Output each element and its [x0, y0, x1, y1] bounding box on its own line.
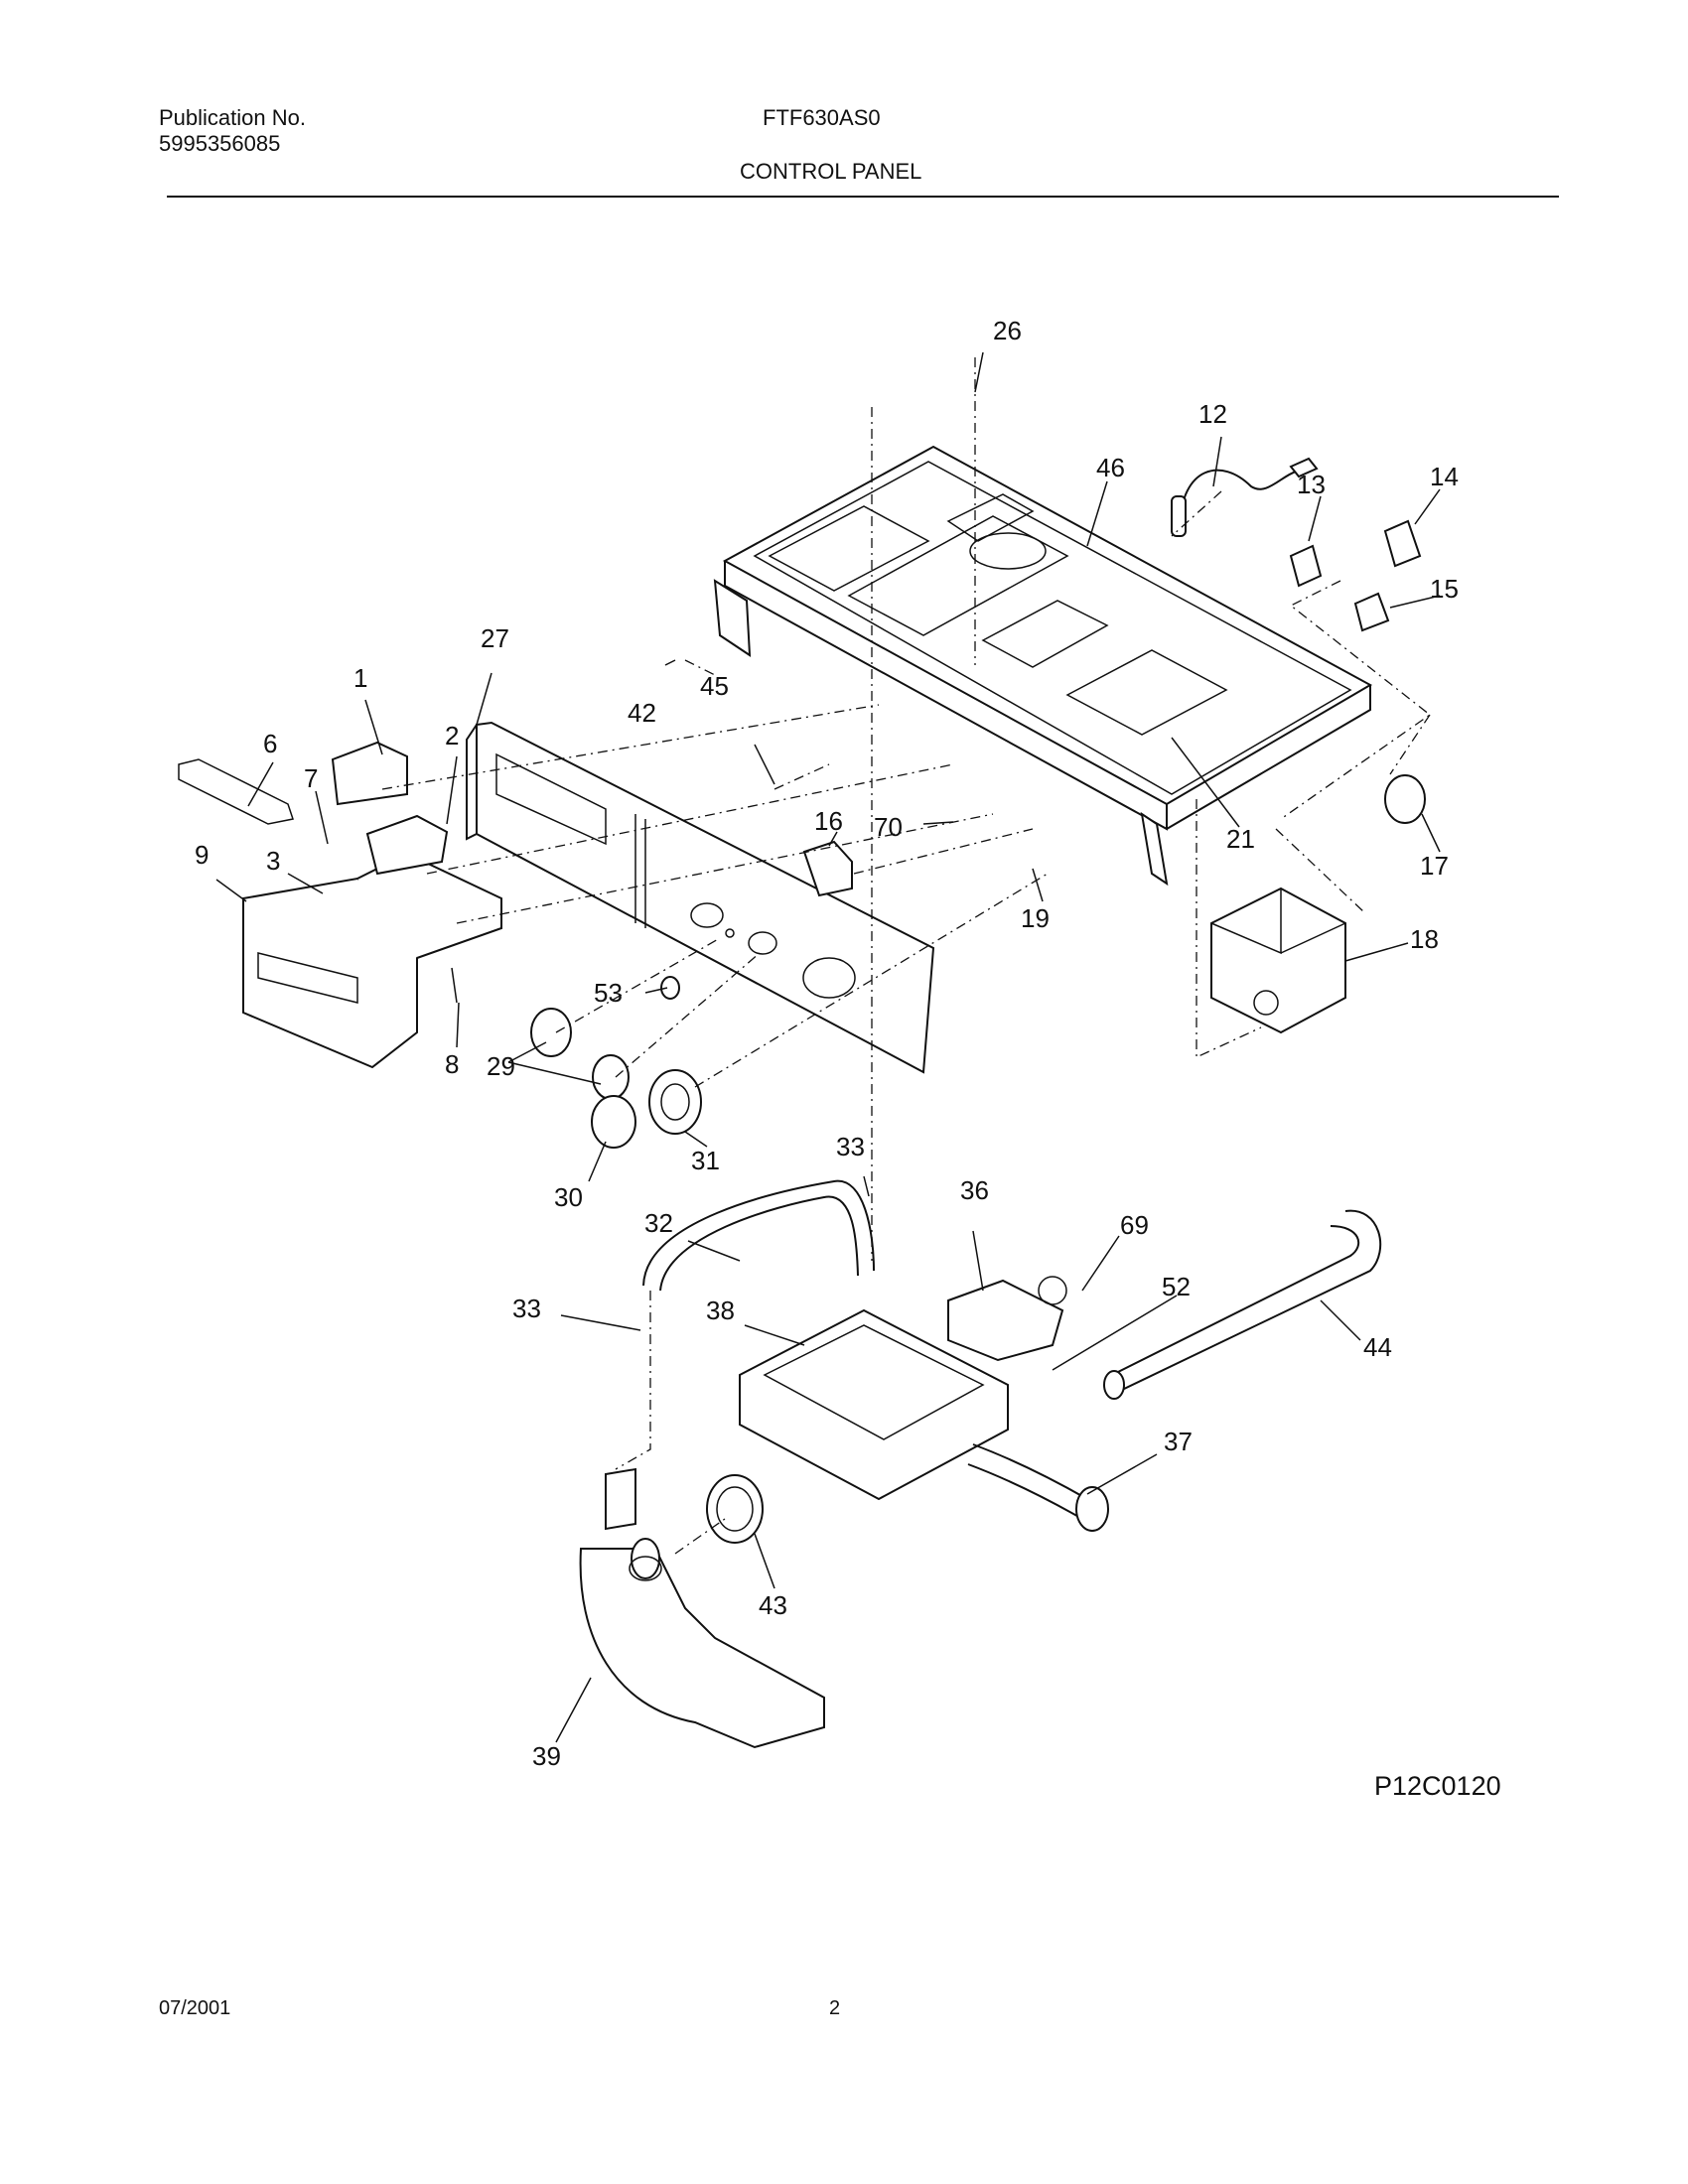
footer-date: 07/2001: [159, 1997, 231, 2019]
part-label: 6: [263, 729, 277, 758]
part-label: 32: [644, 1208, 673, 1238]
part-label: 36: [960, 1175, 989, 1205]
part-label: 46: [1096, 453, 1125, 482]
part-label: 2: [445, 721, 459, 751]
part-label: 26: [993, 316, 1022, 345]
part-label: 38: [706, 1296, 735, 1325]
part-label: 52: [1162, 1272, 1191, 1301]
part-label: 39: [532, 1741, 561, 1771]
control-panel-frame: [713, 445, 1373, 887]
part-label: 30: [554, 1182, 583, 1212]
part-label: 70: [874, 812, 903, 842]
part-label: 29: [487, 1051, 515, 1081]
dispenser-drawer: [178, 741, 502, 1069]
part-label: 3: [266, 846, 280, 876]
part-label: 27: [481, 623, 509, 653]
part-label: 69: [1120, 1210, 1149, 1240]
publication-number: 5995356085: [159, 131, 281, 156]
header-rule: [167, 196, 1559, 198]
part-label: 18: [1410, 924, 1439, 954]
leader-lines: [215, 351, 1441, 1743]
part-label: 42: [628, 698, 656, 728]
part-label: 19: [1021, 903, 1050, 933]
part-label: 33: [836, 1132, 865, 1161]
part-label: 21: [1226, 824, 1255, 854]
part-label: 44: [1363, 1332, 1392, 1362]
part-label: 9: [195, 840, 209, 870]
publication-label: Publication No.: [159, 105, 306, 130]
model-number: FTF630AS0: [763, 105, 881, 130]
part-label: 1: [353, 663, 367, 693]
part-label: 31: [691, 1146, 720, 1175]
part-label: 16: [814, 806, 843, 836]
figure-code: P12C0120: [1374, 1771, 1501, 1801]
assembly-guide-lines: [381, 357, 1432, 1555]
control-panel-facia: [466, 721, 935, 1074]
part-label: 8: [445, 1049, 459, 1079]
part-label: 33: [512, 1294, 541, 1323]
water-system-parts: [579, 1179, 1382, 1749]
part-label: 53: [594, 978, 623, 1008]
part-label: 7: [304, 763, 318, 793]
section-title: CONTROL PANEL: [740, 159, 922, 184]
part-label: 14: [1430, 462, 1459, 491]
part-label: 37: [1164, 1427, 1193, 1456]
part-label: 43: [759, 1590, 787, 1620]
part-label: 15: [1430, 574, 1459, 604]
part-label: 17: [1420, 851, 1449, 881]
part-label: 13: [1297, 470, 1326, 499]
part-label: 45: [700, 671, 729, 701]
part-label: 12: [1198, 399, 1227, 429]
electrical-parts: [802, 457, 1426, 1034]
part-labels: 1 2 3 6 7 8 9 12 13 14 15 16 17 18 19 21…: [195, 316, 1459, 1771]
page-number: 2: [829, 1997, 841, 2019]
